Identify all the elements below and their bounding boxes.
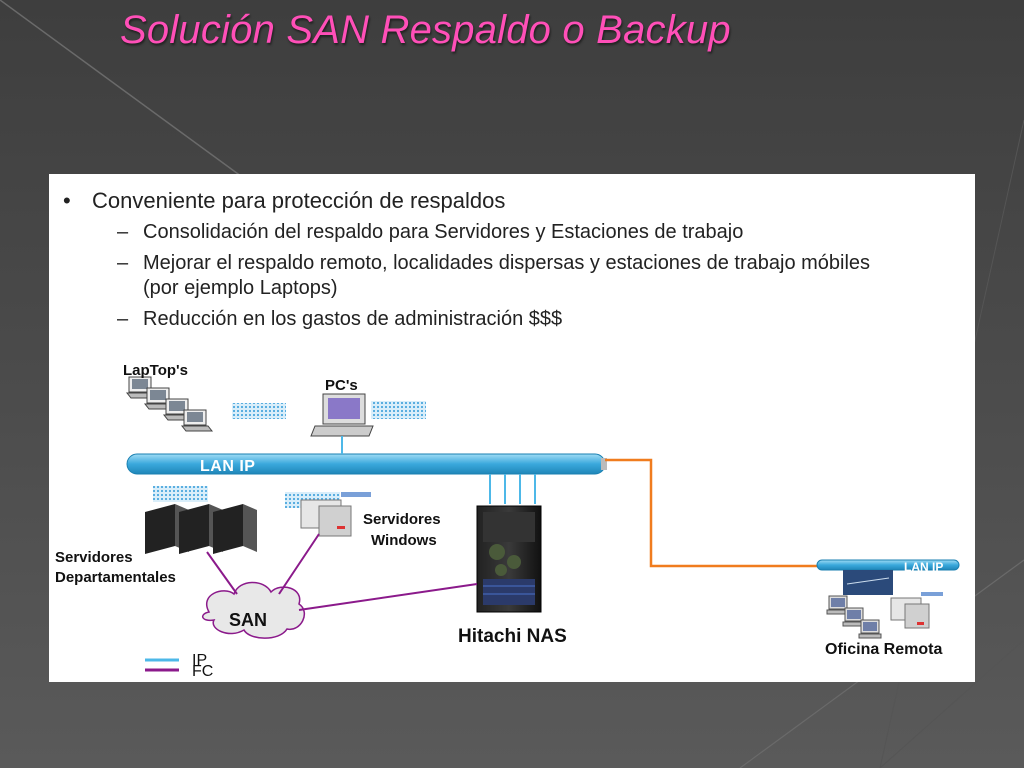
wan-link <box>605 458 819 568</box>
pcs-label: PC's <box>325 377 358 394</box>
bullet-sub: –Consolidación del respaldo para Servido… <box>117 221 744 243</box>
laptops-label: LapTop's <box>123 362 188 379</box>
laptop-icon <box>125 376 214 432</box>
bullet-sub: –Reducción en los gastos de administraci… <box>117 308 563 330</box>
windows-servers-label-1: Servidores <box>363 511 441 528</box>
fc-links <box>206 533 478 611</box>
nas-rack-icon <box>476 474 542 613</box>
windows-servers-label-2: Windows <box>371 532 437 549</box>
bullet-sub: –Mejorar el respaldo remoto, localidades… <box>117 252 871 299</box>
remote-lan-label: LAN IP <box>904 560 944 574</box>
pc-icon <box>310 393 374 454</box>
network-diagram <box>125 376 960 672</box>
data-packets <box>153 486 208 502</box>
lan-ip-bus <box>126 453 607 475</box>
slide-title: Solución SAN Respaldo o Backup <box>120 8 731 52</box>
nas-label: Hitachi NAS <box>458 626 567 647</box>
windows-servers-icon <box>300 492 371 537</box>
remote-office-label: Oficina Remota <box>825 641 943 658</box>
department-servers-icon <box>145 504 257 554</box>
san-label: SAN <box>229 610 268 630</box>
data-packets <box>371 401 426 419</box>
content-panel: •Conveniente para protección de respaldo… <box>49 174 975 682</box>
remote-lan-bus <box>816 559 960 595</box>
data-packets <box>232 403 286 419</box>
department-servers-label: Servidores Departamentales <box>55 549 176 586</box>
bullet-main: •Conveniente para protección de respaldo… <box>63 188 506 213</box>
remote-pcs-icon <box>826 592 943 639</box>
legend-ip-label: IP <box>192 652 208 669</box>
bullet-list: •Conveniente para protección de respaldo… <box>63 188 917 332</box>
legend-fc-label: FC <box>192 663 214 680</box>
lan-ip-label: LAN IP <box>200 458 256 475</box>
